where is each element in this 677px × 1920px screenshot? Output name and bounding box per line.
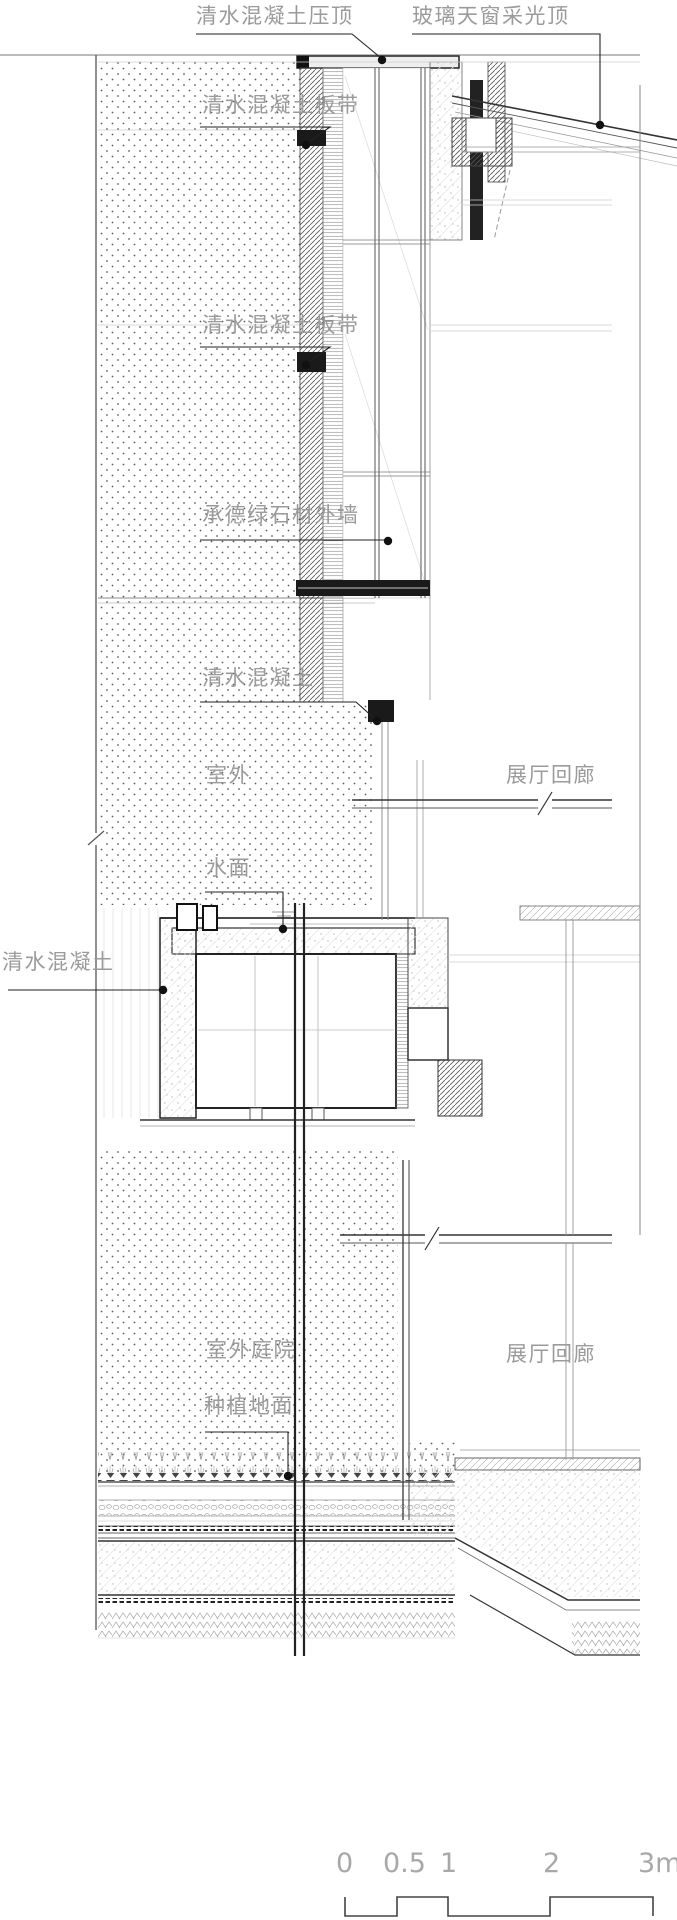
label-outdoor: 室外 [206,763,251,787]
earth-fill-courtyard [98,1150,458,1473]
scale-bar [344,1896,654,1917]
label-corridor-upper: 展厅回廊 [506,763,596,787]
leader-lines [8,33,601,1474]
scale-tick-1: 1 [440,1848,458,1879]
tree-trunk [293,903,306,1656]
drawing-borders [0,54,641,1630]
earth-fill-upper [98,62,375,905]
label-coping: 清水混凝土压顶 [196,4,354,28]
label-water-surface: 水面 [206,856,251,880]
label-corridor-lower: 展厅回廊 [506,1342,596,1366]
skylight-glazing [430,95,677,332]
ground-slope-right [408,1449,641,1656]
corridor-floor-upper [352,791,612,816]
label-concrete-wall-base: 清水混凝土 [202,666,315,690]
label-band-upper: 清水混凝土板带 [202,93,360,117]
water-basin [103,903,641,1127]
label-planting-ground: 种植地面 [204,1394,294,1418]
leader-dots [158,55,605,1481]
label-band-lower: 清水混凝土板带 [202,313,360,337]
label-skylight-roof: 玻璃天窗采光顶 [412,4,570,28]
corridor-floor-lower [340,1226,612,1251]
scale-tick-3m: 3m [638,1848,677,1879]
scale-tick-0: 0 [336,1848,354,1879]
ground-layers [98,1452,455,1639]
structure-verticals [402,920,574,1520]
label-courtyard: 室外庭院 [206,1338,296,1362]
scale-tick-2: 2 [543,1848,561,1879]
scale-tick-05: 0.5 [383,1848,426,1879]
label-concrete-left: 清水混凝土 [2,950,115,974]
label-stone-wall: 承德绿石材外墙 [202,503,360,527]
